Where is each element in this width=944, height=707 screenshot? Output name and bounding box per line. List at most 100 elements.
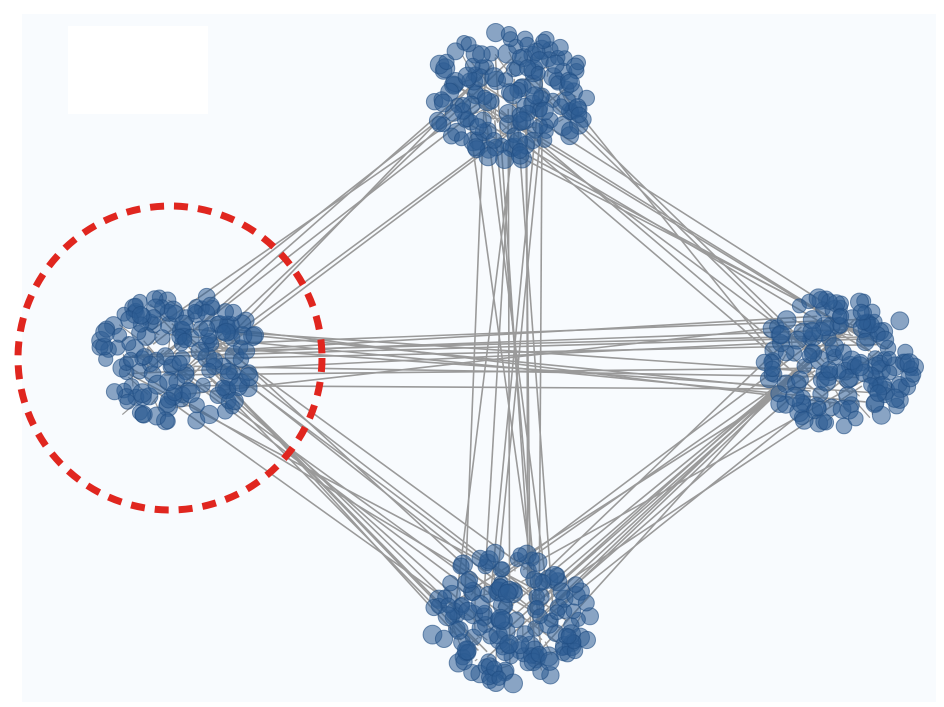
graph-node — [187, 303, 203, 320]
graph-node — [549, 604, 565, 621]
cluster-top — [425, 22, 595, 169]
graph-node — [832, 308, 848, 325]
graph-node — [791, 370, 809, 389]
edge-left-right — [188, 319, 845, 395]
graph-node — [552, 98, 570, 115]
graph-node — [163, 300, 183, 320]
edge-top-bottom — [451, 113, 518, 634]
edge-left-right — [177, 384, 806, 390]
graph-node — [899, 353, 920, 373]
graph-node — [201, 362, 217, 379]
graph-node — [245, 326, 264, 345]
edge-internal — [474, 658, 478, 662]
graph-node — [560, 628, 577, 645]
graph-node — [135, 348, 153, 366]
edge-right-bottom — [535, 322, 846, 621]
graph-node — [177, 332, 193, 349]
graph-node — [512, 547, 528, 563]
graph-node — [811, 401, 827, 417]
edge-left-right — [199, 318, 858, 346]
graph-node — [434, 93, 453, 113]
graph-node — [460, 36, 477, 53]
legend-placeholder — [68, 26, 208, 114]
cluster-right — [755, 288, 924, 435]
graph-node — [552, 582, 571, 601]
graph-node — [534, 101, 554, 121]
graph-node — [452, 557, 470, 575]
edge-top-bottom — [487, 66, 543, 625]
graph-node — [437, 606, 458, 627]
graph-node — [425, 598, 443, 617]
graph-node — [225, 391, 244, 411]
graph-node — [835, 417, 853, 435]
graph-node — [458, 601, 478, 621]
edge-top-bottom — [497, 102, 545, 571]
graph-node — [95, 322, 116, 343]
graph-node — [525, 570, 543, 589]
graph-node — [794, 410, 814, 430]
edge-right-bottom — [526, 326, 802, 590]
graph-node — [890, 311, 910, 331]
graph-node — [119, 393, 136, 410]
graph-node — [512, 143, 528, 159]
graph-node — [535, 33, 551, 50]
graph-node — [856, 332, 875, 352]
edge-top-bottom — [482, 99, 549, 598]
graph-node — [171, 354, 188, 372]
graph-node — [577, 594, 595, 612]
edge-left-bottom — [213, 334, 503, 601]
graph-node — [545, 54, 565, 74]
graph-node — [499, 634, 519, 654]
graph-node — [502, 84, 523, 105]
graph-node — [477, 89, 493, 105]
graph-node — [764, 360, 781, 378]
graph-node — [881, 350, 897, 366]
edge-left-bottom — [215, 349, 568, 622]
graph-node — [820, 361, 839, 379]
graph-node — [561, 121, 580, 140]
graph-node — [875, 330, 895, 350]
edge-left-right — [164, 367, 816, 376]
edge-left-right — [168, 333, 866, 403]
graph-node — [460, 570, 479, 589]
edge-right-bottom — [494, 364, 807, 584]
graph-node — [560, 73, 581, 93]
graph-node — [528, 552, 548, 572]
graph-node — [449, 620, 469, 640]
edge-top-bottom — [524, 83, 532, 630]
edge-left-right — [197, 343, 878, 360]
highlight-circle — [14, 202, 326, 514]
graph-node — [818, 414, 835, 431]
edge-left-bottom — [156, 391, 486, 628]
edge-top-bottom — [467, 114, 537, 600]
graph-node — [530, 65, 546, 81]
graph-node — [503, 673, 523, 694]
graph-node — [570, 106, 588, 124]
graph-node — [512, 111, 532, 131]
edge-top-left — [218, 127, 517, 353]
edge-internal — [843, 333, 853, 337]
graph-node — [808, 288, 829, 309]
graph-node — [105, 383, 124, 401]
graph-node — [469, 118, 487, 136]
graph-node — [525, 86, 545, 105]
graph-node — [478, 147, 498, 167]
graph-node — [802, 321, 822, 341]
graph-node — [881, 364, 898, 381]
graph-node — [771, 325, 791, 345]
graph-node — [852, 303, 870, 321]
graph-node — [490, 608, 511, 629]
graph-node — [869, 384, 888, 402]
graph-node — [849, 356, 870, 377]
edge-internal — [491, 571, 496, 580]
edge-top-right — [559, 89, 781, 363]
graph-node — [159, 371, 179, 392]
graph-node — [566, 57, 585, 76]
graph-node — [431, 116, 448, 133]
graph-node — [131, 306, 151, 325]
graph-node — [239, 367, 259, 387]
graph-node — [472, 45, 491, 64]
graph-node — [180, 383, 201, 403]
edge-left-right — [233, 328, 848, 353]
graph-node — [491, 670, 507, 686]
